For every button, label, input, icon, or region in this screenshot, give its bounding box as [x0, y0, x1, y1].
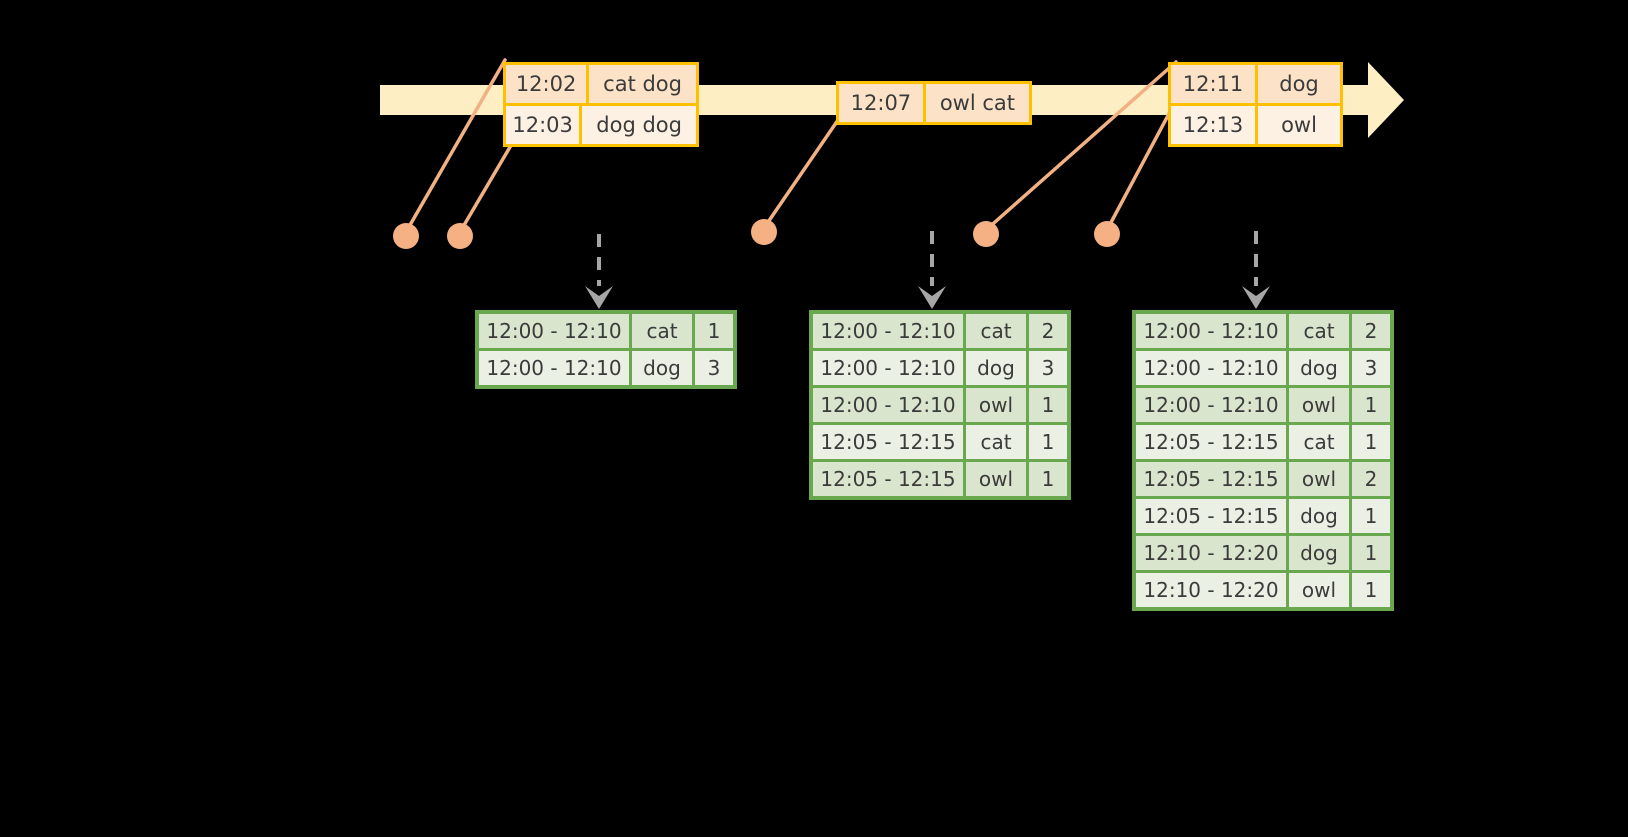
event-words: dog: [1255, 65, 1340, 103]
event-words: owl cat: [922, 84, 1029, 122]
dashed-arrow-3: [1242, 231, 1270, 309]
count-cell: 1: [1029, 462, 1067, 496]
event-group-3[interactable]: 12:11 dog 12:13 owl: [1168, 62, 1343, 147]
window-cell: 12:10 - 12:20: [1136, 536, 1286, 570]
event-words: dog dog: [579, 106, 696, 144]
count-cell: 1: [695, 314, 733, 348]
count-cell: 1: [1029, 388, 1067, 422]
key-cell: cat: [1289, 314, 1349, 348]
key-cell: owl: [1289, 462, 1349, 496]
dashed-arrow-1: [585, 234, 613, 309]
event-row[interactable]: 12:11 dog: [1171, 65, 1340, 103]
count-cell: 2: [1029, 314, 1067, 348]
key-cell: owl: [966, 388, 1026, 422]
key-cell: dog: [966, 351, 1026, 385]
count-cell: 3: [1029, 351, 1067, 385]
window-cell: 12:05 - 12:15: [1136, 425, 1286, 459]
count-cell: 2: [1352, 314, 1390, 348]
window-cell: 12:00 - 12:10: [479, 351, 629, 385]
key-cell: dog: [1289, 499, 1349, 533]
key-cell: dog: [1289, 536, 1349, 570]
event-words: cat dog: [586, 65, 696, 103]
event-row[interactable]: 12:03 dog dog: [506, 103, 696, 144]
event-dot-3: [751, 219, 777, 245]
window-cell: 12:05 - 12:15: [1136, 462, 1286, 496]
count-cell: 1: [1352, 536, 1390, 570]
event-row[interactable]: 12:02 cat dog: [506, 65, 696, 103]
count-cell: 1: [1352, 388, 1390, 422]
key-cell: owl: [966, 462, 1026, 496]
event-time: 12:13: [1171, 106, 1255, 144]
event-time: 12:07: [839, 84, 923, 122]
window-cell: 12:00 - 12:10: [813, 351, 963, 385]
key-cell: cat: [966, 425, 1026, 459]
event-time: 12:03: [506, 106, 580, 144]
event-time: 12:11: [1171, 65, 1255, 103]
key-cell: owl: [1289, 573, 1349, 607]
key-cell: dog: [632, 351, 692, 385]
key-cell: cat: [1289, 425, 1349, 459]
key-cell: cat: [966, 314, 1026, 348]
event-time: 12:02: [506, 65, 587, 103]
key-cell: owl: [1289, 388, 1349, 422]
window-cell: 12:05 - 12:15: [813, 462, 963, 496]
window-cell: 12:05 - 12:15: [813, 425, 963, 459]
event-words: owl: [1255, 106, 1340, 144]
event-dot-4: [973, 221, 999, 247]
key-cell: dog: [1289, 351, 1349, 385]
event-dot-1: [393, 223, 419, 249]
window-cell: 12:00 - 12:10: [1136, 388, 1286, 422]
window-cell: 12:00 - 12:10: [479, 314, 629, 348]
event-group-2[interactable]: 12:07 owl cat: [836, 81, 1032, 125]
count-cell: 1: [1352, 499, 1390, 533]
count-cell: 3: [1352, 351, 1390, 385]
count-cell: 2: [1352, 462, 1390, 496]
window-cell: 12:00 - 12:10: [813, 314, 963, 348]
event-row[interactable]: 12:13 owl: [1171, 103, 1340, 144]
count-cell: 1: [1352, 573, 1390, 607]
count-cell: 1: [1029, 425, 1067, 459]
window-cell: 12:00 - 12:10: [1136, 314, 1286, 348]
event-dot-2: [447, 223, 473, 249]
event-dot-5: [1094, 221, 1120, 247]
event-row[interactable]: 12:07 owl cat: [839, 84, 1029, 122]
event-marker-dots: [393, 219, 1120, 249]
event-group-1[interactable]: 12:02 cat dog 12:03 dog dog: [503, 62, 699, 147]
window-cell: 12:10 - 12:20: [1136, 573, 1286, 607]
window-cell: 12:00 - 12:10: [813, 388, 963, 422]
count-cell: 1: [1352, 425, 1390, 459]
window-cell: 12:05 - 12:15: [1136, 499, 1286, 533]
dashed-arrows: [585, 231, 1270, 309]
count-cell: 3: [695, 351, 733, 385]
dashed-arrow-2: [918, 231, 946, 309]
key-cell: cat: [632, 314, 692, 348]
window-cell: 12:00 - 12:10: [1136, 351, 1286, 385]
